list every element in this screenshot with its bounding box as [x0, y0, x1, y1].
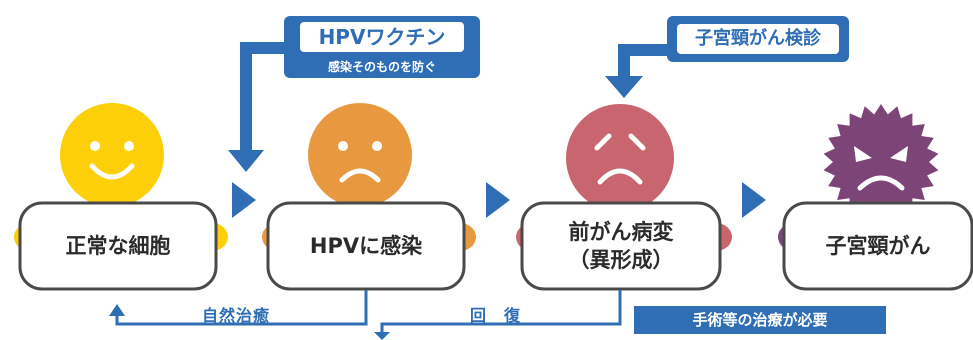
cancer-cell-face — [823, 104, 939, 220]
sign-board-infected — [266, 201, 466, 291]
eye-left — [854, 146, 872, 162]
screening-callout: 子宮頸がん検診 — [667, 16, 849, 62]
infected-cell-face — [308, 103, 412, 207]
sign-board-cancer — [782, 201, 973, 291]
eye-left — [90, 141, 100, 151]
eye-left — [594, 133, 612, 151]
treatment-required-label: 手術等の治療が必要 — [634, 306, 886, 334]
vaccine-pointer-arrow — [228, 42, 284, 172]
precancer-cell-face — [566, 104, 674, 212]
progress-arrow-3 — [742, 182, 766, 218]
sign-board-precancer — [520, 201, 722, 291]
frown-mouth — [597, 168, 643, 185]
recovery-label: 回 復 — [470, 306, 522, 325]
eye-right — [890, 146, 908, 162]
screening-callout-title: 子宮頸がん検診 — [677, 24, 839, 54]
eye-right — [372, 141, 382, 151]
progress-arrow-2 — [486, 182, 510, 218]
frown-mouth — [339, 168, 381, 183]
recovery-arrowhead — [374, 332, 390, 340]
progress-arrow-1 — [232, 182, 256, 218]
stage-label-normal: 正常な細胞 — [65, 234, 171, 258]
screening-pointer-arrow — [605, 44, 667, 98]
natural-healing-arrowhead — [109, 304, 125, 316]
vaccine-callout-subtitle: 感染そのものを防ぐ — [327, 60, 436, 74]
eye-right — [628, 133, 646, 151]
stage-label-precancer: 前がん病変 （異形成） — [568, 220, 674, 272]
recovery-arrow — [380, 290, 622, 334]
natural-healing-label: 自然治癒 — [202, 306, 271, 325]
eye-right — [124, 141, 134, 151]
sign-board-normal — [18, 201, 218, 291]
normal-cell-face — [60, 103, 164, 207]
stage-label-infected: HPVに感染 — [309, 234, 423, 258]
vaccine-callout: HPVワクチン 感染そのものを防ぐ — [284, 16, 480, 78]
smile-mouth — [89, 163, 135, 180]
vaccine-callout-title: HPVワクチン — [300, 22, 464, 52]
frown-mouth — [857, 175, 905, 191]
natural-healing-arrow — [115, 290, 368, 326]
eye-left — [338, 141, 348, 151]
stage-label-cancer: 子宮頸がん — [825, 234, 931, 258]
